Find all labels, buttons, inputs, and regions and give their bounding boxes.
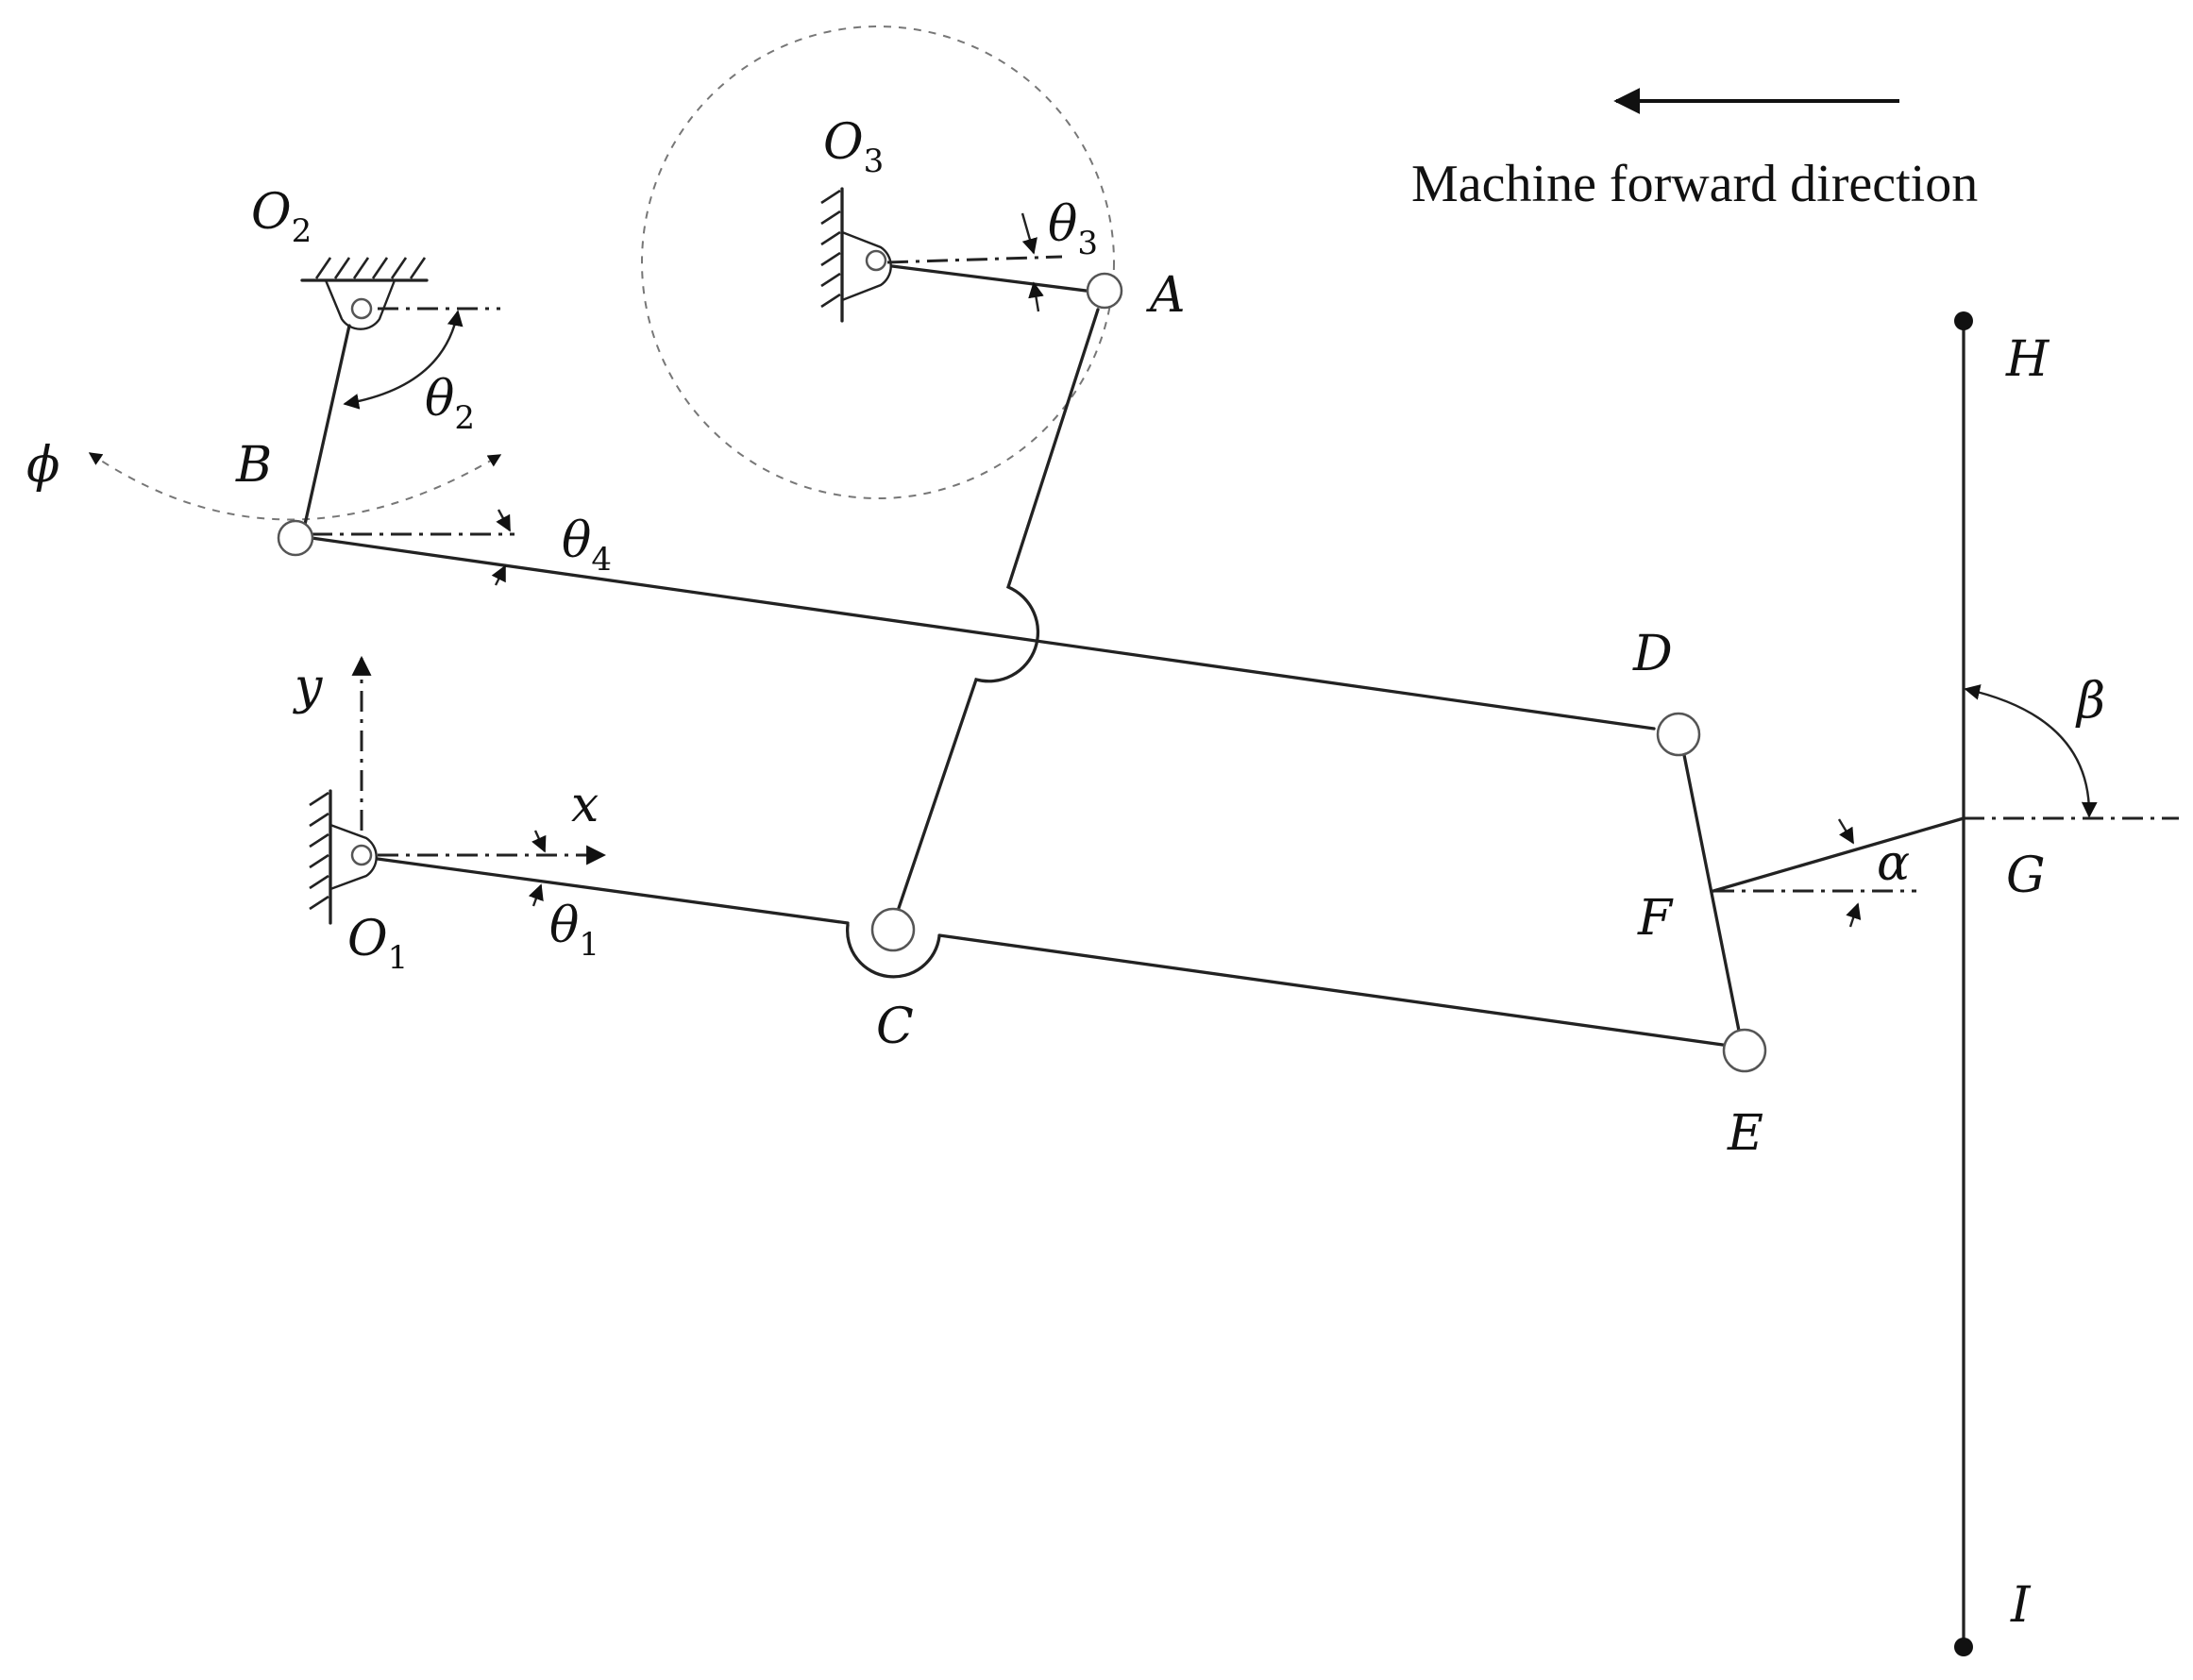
label-e: E xyxy=(1727,1105,1763,1162)
link-c-e xyxy=(937,933,1731,1048)
o3-reference-line xyxy=(886,255,1063,264)
label-f: F xyxy=(1637,890,1674,947)
joint-d xyxy=(1656,712,1701,757)
label-i: I xyxy=(2010,1577,2032,1634)
label-theta2: θ2 xyxy=(425,371,475,437)
link-f-g xyxy=(1712,816,1965,893)
theta4-marker xyxy=(491,509,512,586)
joint-c-hump xyxy=(845,923,941,979)
label-o1: O1 xyxy=(347,911,408,977)
label-phi: ϕ xyxy=(26,437,59,494)
joint-e xyxy=(1722,1028,1767,1073)
label-c: C xyxy=(876,999,914,1055)
joint-c xyxy=(870,907,916,952)
label-y-axis: y xyxy=(293,659,323,715)
label-alpha: α xyxy=(1877,835,1910,892)
link-b-d xyxy=(310,536,1656,731)
ground-support-o2 xyxy=(300,257,429,330)
label-o3: O3 xyxy=(823,114,884,180)
crank-path-circle xyxy=(641,25,1115,499)
theta1-marker xyxy=(528,830,547,907)
label-d: D xyxy=(1632,626,1673,682)
link-o3-a xyxy=(890,264,1095,294)
theta2-arc xyxy=(343,310,464,410)
ground-support-o3 xyxy=(820,187,892,323)
joint-b xyxy=(277,519,314,557)
theta3-marker xyxy=(1021,212,1044,312)
label-g: G xyxy=(2006,848,2046,904)
label-a: A xyxy=(1146,267,1186,324)
ground-support-o1 xyxy=(309,789,378,925)
link-o1-c xyxy=(376,857,850,925)
label-o2: O2 xyxy=(251,184,312,250)
link-d-e xyxy=(1682,753,1741,1033)
joint-a xyxy=(1086,272,1123,310)
label-theta4: θ4 xyxy=(562,512,612,579)
point-h xyxy=(1954,311,1973,330)
label-b: B xyxy=(235,437,272,494)
label-theta3: θ3 xyxy=(1048,196,1098,262)
label-beta: β xyxy=(2075,673,2105,730)
label-h: H xyxy=(2005,331,2050,388)
beta-arc xyxy=(1964,684,2098,818)
link-o2-b xyxy=(302,324,351,530)
alpha-marker xyxy=(1837,818,1862,928)
point-i xyxy=(1954,1638,1973,1656)
rocker-swing-arc xyxy=(88,452,502,521)
label-theta1: θ1 xyxy=(549,898,599,964)
label-x-axis: x xyxy=(571,777,599,833)
link-a-c xyxy=(895,308,1100,916)
forward-direction-label: Machine forward direction xyxy=(1411,155,1978,213)
